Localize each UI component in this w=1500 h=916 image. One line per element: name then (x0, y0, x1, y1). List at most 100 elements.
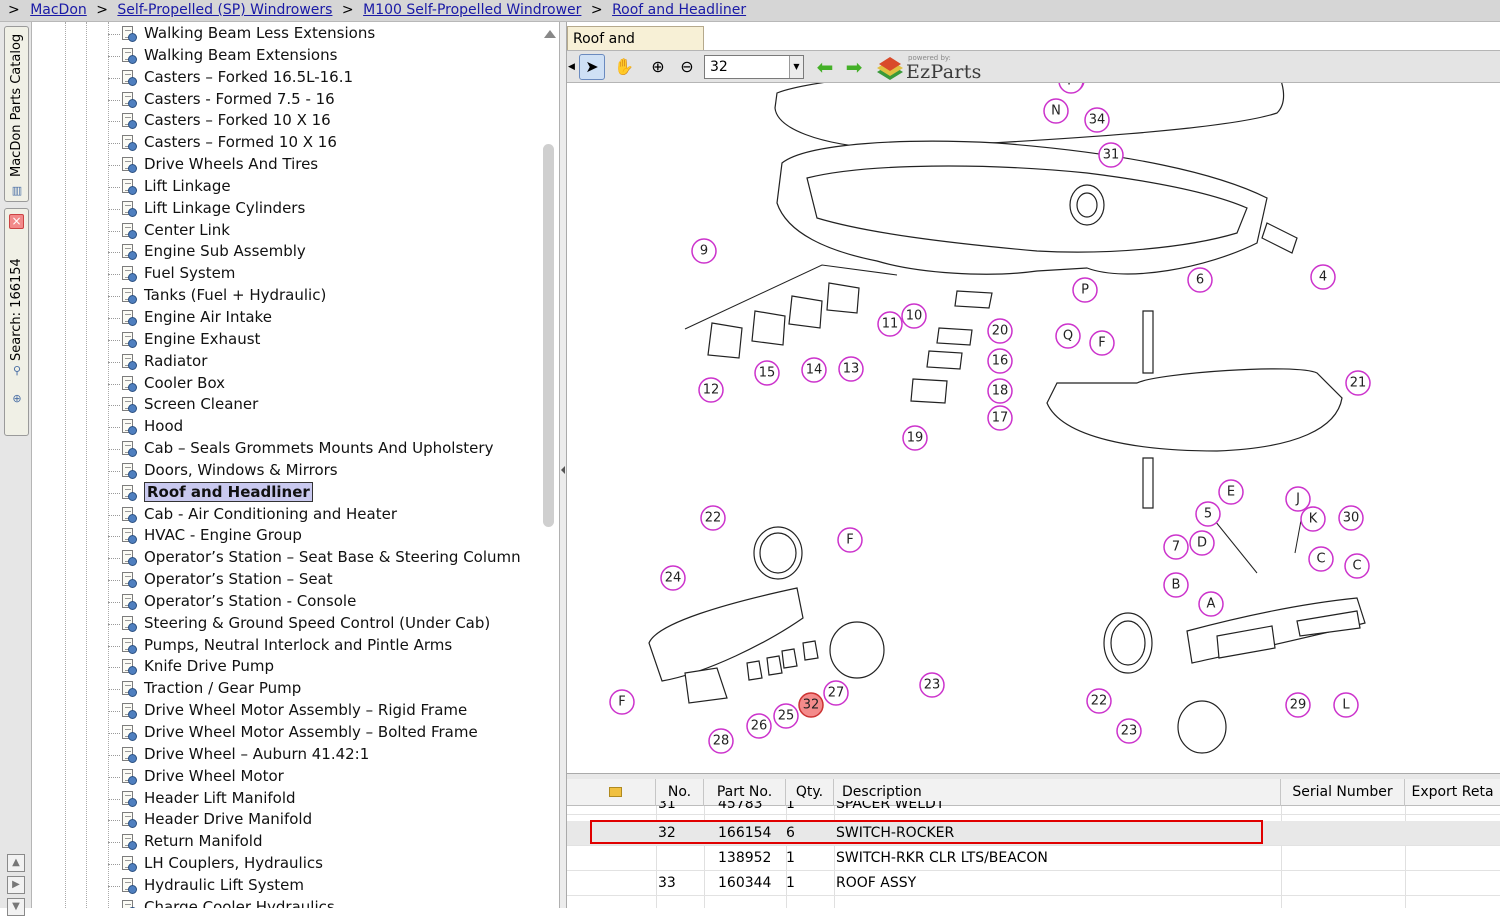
callout-marker[interactable]: 29 (1285, 692, 1311, 718)
callout-marker[interactable]: P (1072, 277, 1098, 303)
column-header-export-retail[interactable]: Export Reta (1411, 784, 1494, 800)
callout-marker[interactable]: 28 (708, 728, 734, 754)
tree-item[interactable]: Hood (32, 416, 542, 438)
panel-splitter[interactable] (560, 22, 567, 908)
tree-item[interactable]: Charge Cooler Hydraulics (32, 897, 542, 908)
breadcrumb-link-windrowers[interactable]: Self-Propelled (SP) Windrowers (117, 2, 333, 18)
callout-circle[interactable] (1058, 83, 1084, 94)
tree-item[interactable]: Engine Sub Assembly (32, 241, 542, 263)
callout-marker[interactable]: 31 (1098, 142, 1124, 168)
tree-item[interactable]: Casters – Formed 10 X 16 (32, 132, 542, 154)
callout-marker[interactable]: A (1198, 591, 1224, 617)
callout-marker[interactable]: 5 (1195, 501, 1221, 527)
breadcrumb-link-roof[interactable]: Roof and Headliner (612, 2, 747, 18)
tree-item[interactable]: Drive Wheel Motor Assembly – Rigid Frame (32, 700, 542, 722)
callout-circle[interactable] (1345, 370, 1371, 396)
callout-marker[interactable]: L (1333, 692, 1359, 718)
callout-marker[interactable]: J (1285, 486, 1311, 512)
callout-circle[interactable] (1189, 530, 1215, 556)
callout-marker[interactable]: 17 (987, 405, 1013, 431)
callout-circle[interactable] (987, 378, 1013, 404)
column-header-serial-number[interactable]: Serial Number (1281, 779, 1405, 806)
column-header-icon[interactable] (567, 779, 656, 806)
diagram-canvas[interactable]: PPPN3431946PFQ11102016181719151413122122… (567, 83, 1500, 773)
callout-circle[interactable] (919, 672, 945, 698)
tree-item[interactable]: Walking Beam Less Extensions (32, 23, 542, 45)
callout-marker[interactable]: N (1043, 98, 1069, 124)
breadcrumb-link-m100[interactable]: M100 Self-Propelled Windrower (363, 2, 582, 18)
tree-item[interactable]: Lift Linkage Cylinders (32, 198, 542, 220)
callout-circle[interactable] (987, 405, 1013, 431)
callout-circle[interactable] (1089, 330, 1115, 356)
tree-item[interactable]: Drive Wheels And Tires (32, 154, 542, 176)
callout-circle[interactable] (1163, 534, 1189, 560)
tree-item[interactable]: Casters – Forked 10 X 16 (32, 110, 542, 132)
tree-item[interactable]: Doors, Windows & Mirrors (32, 460, 542, 482)
callout-marker[interactable]: E (1218, 479, 1244, 505)
callout-marker[interactable]: 19 (902, 425, 928, 451)
callout-marker[interactable]: 16 (987, 348, 1013, 374)
callout-marker[interactable]: F (837, 527, 863, 553)
toolbar-collapse-icon[interactable]: ◀ (568, 62, 575, 72)
callout-circle[interactable] (1333, 692, 1359, 718)
tree-item[interactable]: Drive Wheel Motor (32, 766, 542, 788)
callout-marker[interactable]: 32 (798, 692, 824, 718)
tree-scrollbar[interactable] (540, 22, 558, 908)
callout-marker[interactable]: 7 (1163, 534, 1189, 560)
callout-circle[interactable] (1308, 546, 1334, 572)
zoom-in-button[interactable]: ⊕ (651, 57, 665, 76)
callout-marker[interactable]: Q (1055, 323, 1081, 349)
tree-item[interactable]: Engine Air Intake (32, 307, 542, 329)
callout-circle[interactable] (1098, 142, 1124, 168)
tree-item[interactable]: Drive Wheel Motor Assembly – Bolted Fram… (32, 722, 542, 744)
callout-marker[interactable]: F (609, 689, 635, 715)
collapse-arrow-icon[interactable] (561, 466, 565, 474)
tree-item[interactable]: Fuel System (32, 263, 542, 285)
column-header-description[interactable]: Description (834, 779, 1281, 806)
callout-marker[interactable]: 34 (1084, 107, 1110, 133)
tree-item[interactable]: HVAC - Engine Group (32, 525, 542, 547)
callout-circle[interactable] (838, 356, 864, 382)
tree-item[interactable]: Center Link (32, 220, 542, 242)
tree-item[interactable]: Roof and Headliner (32, 481, 542, 504)
tree-item[interactable]: Drive Wheel – Auburn 41.42:1 (32, 744, 542, 766)
callout-marker[interactable]: C (1344, 553, 1370, 579)
next-arrow-button[interactable]: ➡ (845, 55, 863, 79)
tree-scroll-thumb[interactable] (543, 144, 554, 527)
callout-circle[interactable] (660, 565, 686, 591)
callout-circle[interactable] (823, 680, 849, 706)
callout-marker[interactable]: 27 (823, 680, 849, 706)
tree-item[interactable]: Walking Beam Extensions (32, 45, 542, 67)
callout-circle[interactable] (987, 348, 1013, 374)
callout-marker[interactable]: 26 (746, 713, 772, 739)
callout-marker[interactable]: 25 (773, 703, 799, 729)
tree-item[interactable]: Tanks (Fuel + Hydraulic) (32, 285, 542, 307)
callout-circle[interactable] (1344, 553, 1370, 579)
tree-item[interactable]: Engine Exhaust (32, 329, 542, 351)
callout-marker[interactable]: 22 (1086, 688, 1112, 714)
tree-item[interactable]: Operator’s Station – Seat (32, 569, 542, 591)
exploded-parts-diagram[interactable]: PPPN3431946PFQ11102016181719151413122122… (567, 83, 1500, 773)
scroll-up-button[interactable]: ▲ (7, 854, 25, 872)
callout-circle[interactable] (1043, 98, 1069, 124)
callout-circle[interactable] (1195, 501, 1221, 527)
callout-circle[interactable] (691, 238, 717, 264)
tree-item[interactable]: Steering & Ground Speed Control (Under C… (32, 613, 542, 635)
tree-item[interactable]: Header Lift Manifold (32, 788, 542, 810)
tree-item[interactable]: Screen Cleaner (32, 394, 542, 416)
callout-circle[interactable] (987, 318, 1013, 344)
tree-item[interactable]: Operator’s Station – Seat Base & Steerin… (32, 547, 542, 569)
callout-circle[interactable] (609, 689, 635, 715)
callout-circle[interactable] (1218, 479, 1244, 505)
callout-circle[interactable] (877, 311, 903, 337)
callout-marker[interactable]: 10 (901, 303, 927, 329)
tree-item[interactable]: Knife Drive Pump (32, 656, 542, 678)
callout-circle[interactable] (754, 360, 780, 386)
callout-marker[interactable]: 6 (1187, 267, 1213, 293)
callout-circle[interactable] (698, 377, 724, 403)
tree-item[interactable]: Casters - Formed 7.5 - 16 (32, 89, 542, 111)
breadcrumb-link-macdon[interactable]: MacDon (30, 2, 87, 18)
callout-marker[interactable]: 4 (1310, 264, 1336, 290)
